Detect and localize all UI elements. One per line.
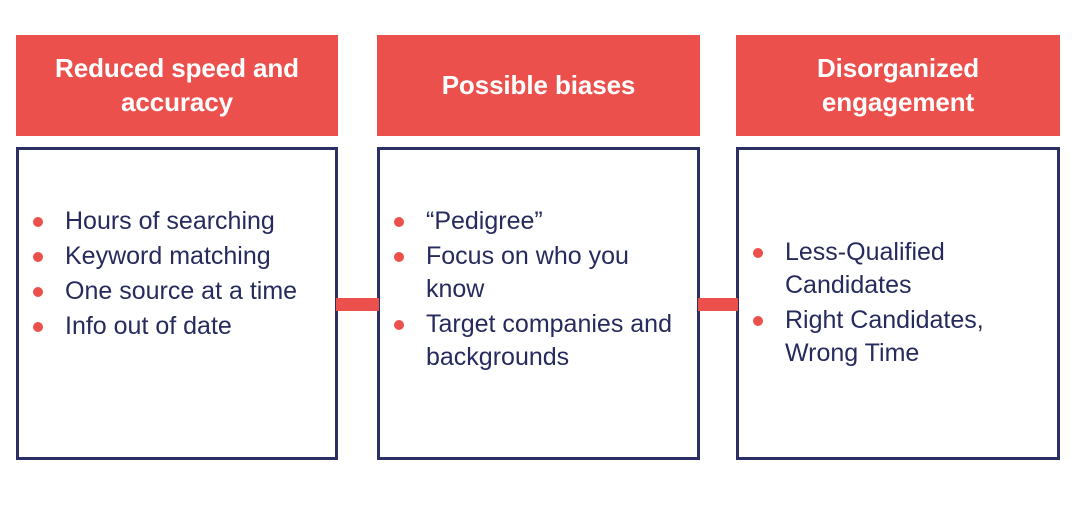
bullet-dot-icon (394, 252, 404, 262)
list-item: Less-Qualified Candidates (753, 236, 1047, 302)
column-2-header-text: Possible biases (441, 69, 636, 100)
list-item: Target companies and backgrounds (394, 308, 687, 374)
list-item-label: Hours of searching (65, 207, 275, 235)
column-2-bullet-list: “Pedigree” Focus on who you know Target … (380, 150, 697, 376)
bullet-dot-icon (33, 217, 43, 227)
list-item-label: Right Candidates, Wrong Time (785, 305, 984, 367)
column-2-body: “Pedigree” Focus on who you know Target … (377, 147, 700, 460)
list-item-label: One source at a time (65, 277, 298, 305)
list-item: One source at a time (33, 275, 325, 308)
column-3-bullet-list: Less-Qualified Candidates Right Candidat… (739, 236, 1057, 372)
list-item-label: “Pedigree” (426, 207, 543, 235)
list-item: Focus on who you know (394, 240, 687, 306)
list-item: Info out of date (33, 310, 325, 343)
list-item: Hours of searching (33, 205, 325, 238)
bullet-dot-icon (753, 247, 763, 258)
list-item-label: Keyword matching (65, 242, 271, 270)
column-1: Reduced speed and accuracy Hours of sear… (16, 35, 338, 460)
list-item: Right Candidates, Wrong Time (753, 304, 1047, 370)
column-1-body: Hours of searching Keyword matching One … (16, 147, 338, 460)
column-3: Disorganized engagement Less-Qualified C… (736, 35, 1060, 460)
column-1-header-text: Reduced speed and accuracy (55, 53, 299, 117)
list-item: “Pedigree” (394, 205, 687, 238)
list-item-label: Less-Qualified Candidates (785, 237, 945, 299)
bullet-dot-icon (33, 322, 43, 332)
column-1-bullet-list: Hours of searching Keyword matching One … (19, 150, 335, 345)
list-item-label: Focus on who you know (426, 242, 629, 303)
bullet-dot-icon (33, 287, 43, 297)
bullet-dot-icon (394, 320, 404, 330)
bullet-dot-icon (33, 252, 43, 262)
bullet-dot-icon (753, 315, 763, 326)
list-item: Keyword matching (33, 240, 325, 273)
bullet-dot-icon (394, 217, 404, 227)
connector-2-3 (698, 298, 738, 311)
column-2: Possible biases “Pedigree” Focus on who … (377, 35, 700, 460)
column-3-header: Disorganized engagement (736, 35, 1060, 136)
column-3-body: Less-Qualified Candidates Right Candidat… (736, 147, 1060, 460)
list-item-label: Info out of date (65, 312, 232, 340)
column-1-header: Reduced speed and accuracy (16, 35, 338, 136)
list-item-label: Target companies and backgrounds (426, 310, 672, 371)
connector-1-2 (336, 298, 379, 311)
column-3-header-text: Disorganized engagement (816, 53, 980, 117)
column-2-header: Possible biases (377, 35, 700, 136)
